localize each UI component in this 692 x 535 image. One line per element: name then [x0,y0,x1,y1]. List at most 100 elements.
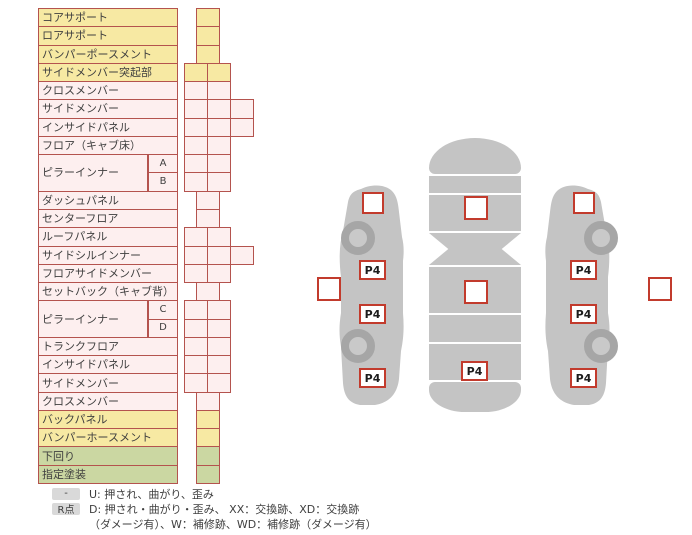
damage-cell[interactable] [230,245,254,265]
damage-cell[interactable] [207,117,231,137]
damage-cell[interactable] [184,172,208,192]
damage-cell[interactable] [184,245,208,265]
damage-cell[interactable] [196,446,220,466]
damage-code-marker: P4 [570,368,597,388]
row-label: ロアサポート [38,26,178,46]
damage-square-marker [573,192,595,214]
damage-code-marker: P4 [570,260,597,280]
damage-cell[interactable] [207,135,231,156]
damage-cell[interactable] [184,318,208,338]
damage-cell[interactable] [184,263,208,284]
damage-cell[interactable] [207,172,231,192]
row-label: 指定塗装 [38,464,178,485]
row-label: コアサポート [38,8,178,28]
top-view-section [429,233,521,265]
damage-square-marker [362,192,384,214]
row-label: フロア（キャブ床） [38,135,178,156]
top-view-section [429,267,521,313]
row-label: 下回り [38,446,178,466]
row-label: トランクフロア [38,336,178,357]
legend-text: D: 押され・曲がり・歪み、 XX：交換跡、XD：交換跡 [89,502,360,516]
damage-code-marker: P4 [359,368,386,388]
top-view-rear-section [429,382,521,412]
damage-cell[interactable] [184,135,208,156]
damage-cell[interactable] [207,263,231,284]
car-side-view-right [545,185,610,405]
damage-cell[interactable] [207,300,231,320]
row-sublabel: C [148,300,178,320]
damage-cell[interactable] [184,355,208,375]
wheel-icon [341,329,375,363]
row-label: インサイドパネル [38,117,178,137]
damage-cell[interactable] [207,373,231,393]
damage-cell[interactable] [184,336,208,357]
row-label: バンパーポースメント [38,44,178,64]
damage-cell[interactable] [184,117,208,137]
car-side-view-left [339,185,404,405]
legend-key-normal: - [52,487,80,500]
damage-cell[interactable] [207,245,231,265]
damage-cell[interactable] [184,99,208,119]
damage-cell[interactable] [207,62,231,83]
damage-cell[interactable] [207,336,231,357]
damage-cell[interactable] [196,8,220,28]
top-view-section [429,315,521,342]
damage-cell[interactable] [184,154,208,174]
row-label: バンパーホースメント [38,428,178,448]
damage-cell[interactable] [196,190,220,210]
damage-cell[interactable] [196,44,220,64]
legend-text: U: 押され、曲がり、歪み [89,487,214,501]
damage-cell[interactable] [207,81,231,101]
top-view-front-section [429,138,521,174]
damage-cell[interactable] [184,300,208,320]
damage-square-marker [317,277,341,301]
damage-square-marker [464,280,488,304]
damage-cell[interactable] [207,227,231,247]
wheel-icon [584,221,618,255]
legend-line: - U: 押され、曲がり、歪み [52,486,377,501]
damage-cell[interactable] [184,62,208,83]
damage-cell[interactable] [196,428,220,448]
damage-cell[interactable] [184,81,208,101]
damage-code-marker: P4 [359,260,386,280]
row-label: ルーフパネル [38,227,178,247]
damage-cell[interactable] [184,373,208,393]
wheel-icon [584,329,618,363]
row-label: ダッシュパネル [38,190,178,210]
damage-square-marker [464,196,488,220]
legend-line: （ダメージ有）、W：補修跡、WD：補修跡（ダメージ有） [52,516,377,531]
row-label: サイドメンバー [38,99,178,119]
row-sublabel: B [148,172,178,192]
top-view-section [429,195,521,231]
damage-cell[interactable] [207,355,231,375]
damage-cell[interactable] [196,391,220,411]
damage-cell[interactable] [196,409,220,430]
damage-code-marker: P4 [461,361,488,381]
row-label: クロスメンバー [38,81,178,101]
damage-cell[interactable] [230,99,254,119]
row-sublabel: A [148,154,178,174]
row-label: サイドメンバー突起部 [38,62,178,83]
legend-text: （ダメージ有）、W：補修跡、WD：補修跡（ダメージ有） [89,517,377,531]
damage-cell[interactable] [184,227,208,247]
row-label: クロスメンバー [38,391,178,411]
damage-cell[interactable] [207,154,231,174]
row-label: ピラーインナー [38,154,148,192]
row-label: バックパネル [38,409,178,430]
damage-cell[interactable] [196,208,220,229]
top-view-section [429,176,521,193]
damage-cell[interactable] [196,282,220,302]
damage-cell[interactable] [207,99,231,119]
legend-key-rpoint: R点 [52,502,80,516]
damage-cell[interactable] [196,464,220,485]
damage-cell[interactable] [207,318,231,338]
damage-code-marker: P4 [359,304,386,324]
row-label: サイドシルインナー [38,245,178,265]
legend: - U: 押され、曲がり、歪み R点 D: 押され・曲がり・歪み、 XX：交換跡… [52,486,377,531]
damage-cell[interactable] [196,26,220,46]
row-label: サイドメンバー [38,373,178,393]
damage-cell[interactable] [230,117,254,137]
row-label: セットバック（キャブ背） [38,282,178,302]
damage-code-marker: P4 [570,304,597,324]
